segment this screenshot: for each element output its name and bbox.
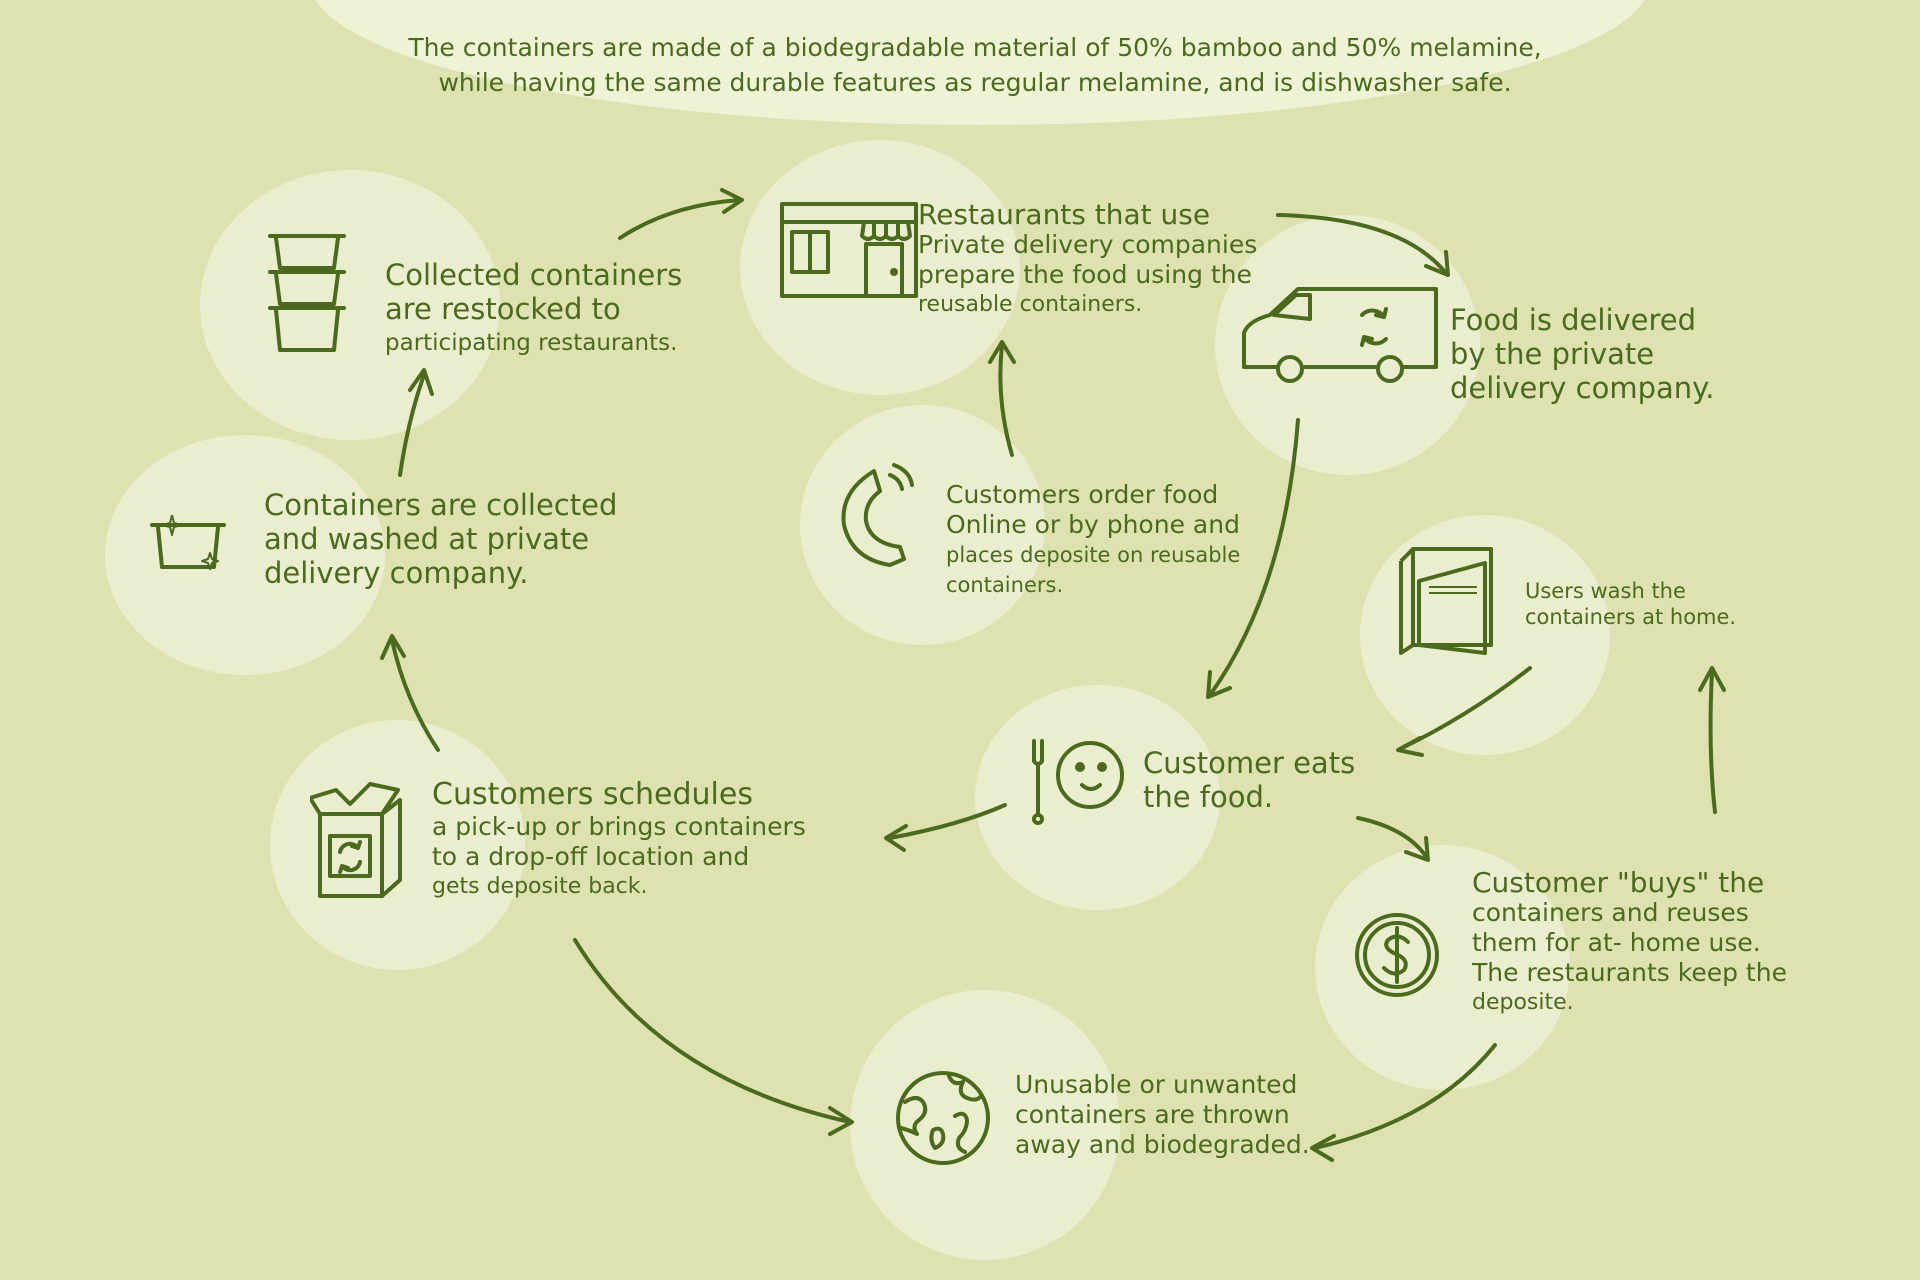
label-line: delivery company. [264, 556, 529, 590]
globe-icon [896, 1071, 990, 1165]
phone-handset-icon [841, 463, 914, 567]
label-line: a pick-up or brings containers [432, 812, 806, 841]
arrow-buys-to-biodegraded [1310, 1043, 1497, 1162]
recycling-box-icon [310, 782, 402, 898]
storefront-icon [780, 202, 918, 298]
arrow-eats-to-home-wash [1396, 666, 1532, 757]
label-line: Unusable or unwanted [1015, 1070, 1298, 1099]
label-line: the food. [1143, 780, 1274, 814]
label-line: Customers schedules [432, 777, 753, 812]
label-line: are restocked to [385, 292, 621, 326]
label-biodegraded: Unusable or unwanted containers are thro… [1015, 1070, 1310, 1160]
label-line: The restaurants keep the [1472, 958, 1787, 987]
intro-text: The containers are made of a biodegradab… [380, 30, 1570, 100]
label-order: Customers order food Online or by phone … [946, 480, 1240, 600]
arrow-restocked-to-restaurants [618, 188, 744, 240]
label-line: participating restaurants. [385, 330, 678, 356]
label-line: by the private [1450, 337, 1655, 371]
bubble-restocked [200, 170, 500, 440]
smiley-fork-icon [1032, 739, 1124, 825]
arrow-schedules-to-washed-company [380, 634, 440, 752]
intro-line: while having the same durable features a… [438, 68, 1512, 97]
dollar-coin-icon [1355, 913, 1439, 997]
bubble-restaurants [740, 140, 1020, 395]
bubble-washed-company [105, 435, 385, 675]
label-home-wash: Users wash the containers at home. [1525, 578, 1736, 630]
label-line: away and biodegraded. [1015, 1130, 1310, 1159]
label-line: Customers order food [946, 480, 1219, 509]
label-buys: Customer "buys" the containers and reuse… [1472, 868, 1787, 1018]
bubble-order [800, 405, 1045, 645]
sparkling-container-icon [150, 515, 226, 570]
bubble-eats [975, 685, 1220, 910]
label-line: Online or by phone and [946, 510, 1240, 539]
label-line: Customer eats [1143, 746, 1356, 780]
arrow-washed-company-to-restocked [398, 368, 434, 477]
label-line: containers are thrown [1015, 1100, 1290, 1129]
label-delivered: Food is delivered by the private deliver… [1450, 303, 1714, 405]
label-line: containers and reuses [1472, 898, 1749, 927]
label-restaurants: Restaurants that use Private delivery co… [918, 200, 1257, 320]
arrow-delivered-to-eats [1206, 418, 1300, 699]
label-line: reusable containers. [918, 292, 1143, 317]
label-line: prepare the food using the [918, 260, 1252, 289]
arrow-eats-to-buys [1356, 816, 1430, 862]
arrow-buys-to-home-wash [1698, 666, 1726, 814]
label-line: Customer "buys" the [1472, 866, 1765, 899]
stacked-containers-icon [268, 234, 346, 352]
label-line: Private delivery companies [918, 230, 1258, 259]
bubble-schedules [270, 720, 525, 970]
label-line: Containers are collected [264, 488, 618, 522]
arrow-schedules-to-biodegraded [573, 938, 854, 1136]
dishwasher-icon [1399, 547, 1493, 655]
label-line: and washed at private [264, 522, 590, 556]
label-line: Collected containers [385, 258, 683, 292]
arrow-eats-to-schedules [884, 803, 1007, 852]
label-restocked: Collected containers are restocked to pa… [385, 258, 682, 360]
label-line: containers. [946, 573, 1064, 597]
intro-line: The containers are made of a biodegradab… [408, 33, 1542, 62]
label-line: to a drop-off location and [432, 842, 750, 871]
arrow-order-to-restaurants [988, 340, 1016, 457]
label-line: delivery company. [1450, 371, 1715, 405]
label-line: Users wash the [1525, 579, 1686, 603]
label-line: containers at home. [1525, 605, 1737, 629]
label-line: Restaurants that use [918, 198, 1211, 231]
label-schedules: Customers schedules a pick-up or brings … [432, 778, 806, 902]
delivery-van-icon [1242, 287, 1438, 383]
label-line: Food is delivered [1450, 303, 1697, 337]
arrow-restaurants-to-delivered [1276, 213, 1450, 277]
label-line: them for at- home use. [1472, 928, 1761, 957]
label-line: places deposite on reusable [946, 543, 1241, 567]
label-line: deposite. [1472, 990, 1574, 1015]
label-washed-company: Containers are collected and washed at p… [264, 488, 617, 590]
label-eats: Customer eats the food. [1143, 746, 1355, 814]
label-line: gets deposite back. [432, 874, 648, 899]
bubble-biodegraded [850, 990, 1120, 1260]
